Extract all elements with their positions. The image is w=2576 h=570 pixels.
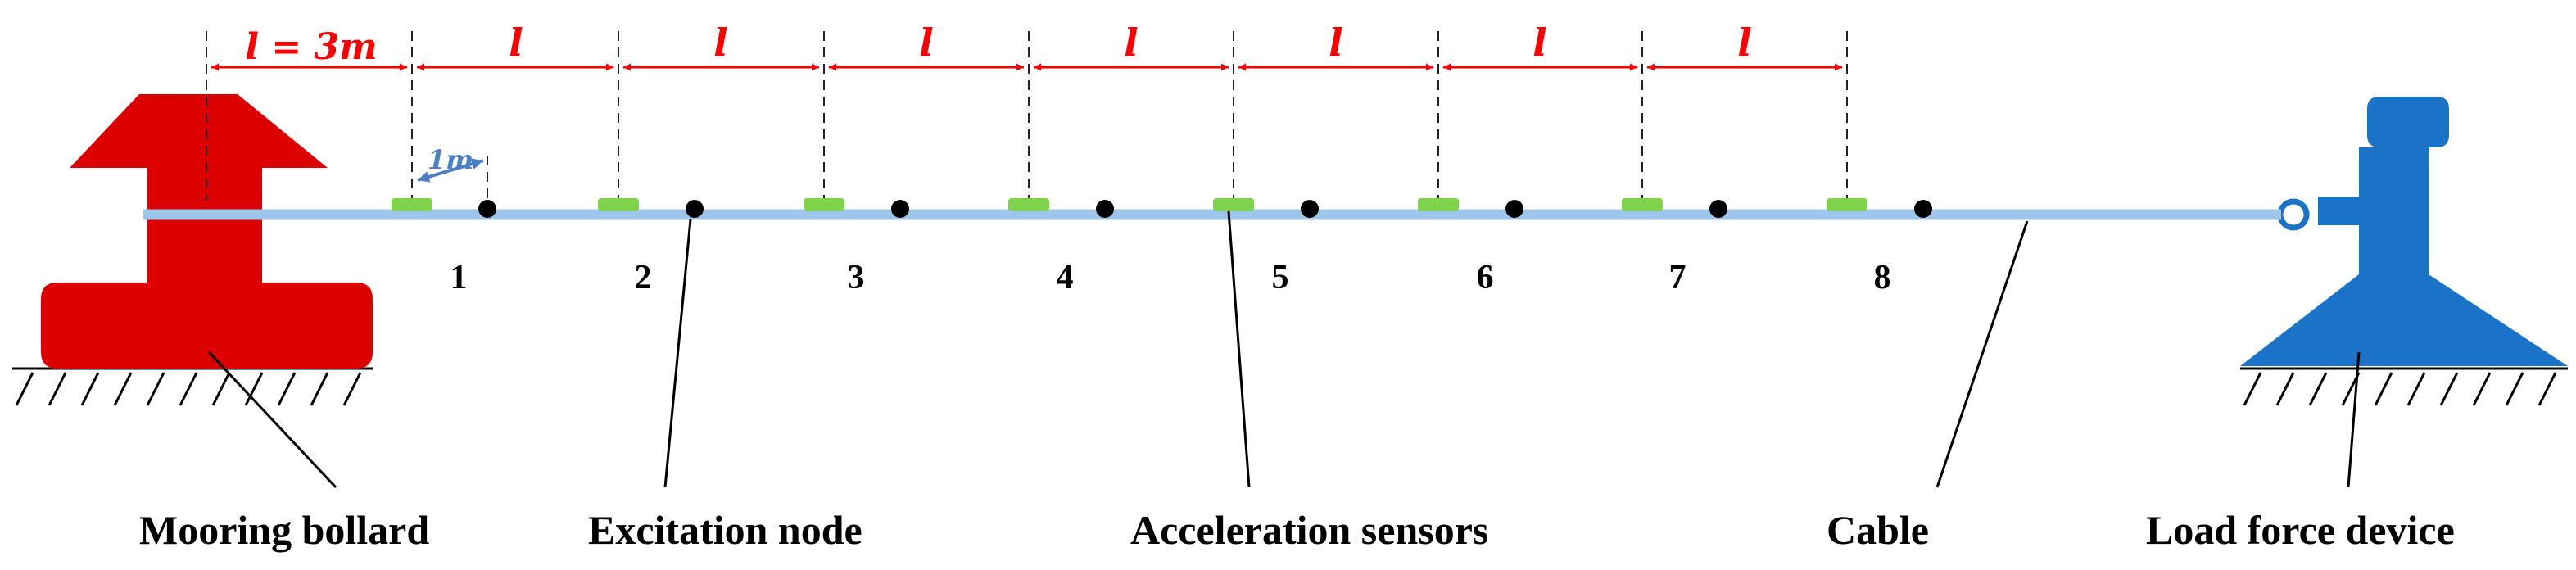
cable-label: Cable [1827, 507, 1929, 553]
node-dot [891, 200, 909, 218]
node-dot [1709, 200, 1727, 218]
node-dot [1301, 200, 1319, 218]
acceleration-sensors-label: Acceleration sensors [1130, 507, 1488, 553]
sensor-icon [804, 198, 844, 211]
node-dot [686, 200, 704, 218]
node-dot [478, 200, 496, 218]
node-number: 1 [450, 259, 468, 296]
node-number: 6 [1477, 259, 1494, 296]
span-label: l [919, 20, 933, 65]
sensor-icon [1622, 198, 1663, 211]
node-dot [1914, 200, 1932, 218]
first-span-label: l = 3m [245, 26, 377, 68]
offset-dimension-arrow [417, 158, 484, 183]
node-number: 3 [848, 259, 865, 296]
node-number: 2 [635, 259, 652, 296]
span-label: l [1124, 20, 1138, 65]
span-label: l [1329, 20, 1342, 65]
ground-hatch-left [12, 367, 373, 406]
acceleration-sensors [392, 198, 1867, 211]
node-dot [1505, 200, 1523, 218]
sensor-icon [1008, 198, 1049, 211]
span-label: l [713, 20, 727, 65]
node-number: 4 [1057, 259, 1074, 296]
sensor-icon [1418, 198, 1459, 211]
span-label: l [1532, 20, 1546, 65]
sensor-icon [392, 198, 432, 211]
cable-attachment-ring [2277, 198, 2310, 231]
node-number: 8 [1874, 259, 1891, 296]
load-force-device-icon [2240, 97, 2568, 366]
sensor-icon [1213, 198, 1254, 211]
ground-hatch-right [2240, 367, 2568, 406]
load-force-device-label: Load force device [2146, 507, 2455, 553]
node-dot [1096, 200, 1114, 218]
excitation-node-label: Excitation node [588, 507, 862, 553]
node-number: 7 [1669, 259, 1686, 296]
sensor-icon [1827, 198, 1867, 211]
mooring-bollard-label: Mooring bollard [139, 507, 429, 553]
excitation-nodes [478, 200, 1932, 218]
mooring-bollard-icon [41, 94, 373, 369]
span-label: l [509, 20, 523, 65]
reference-lines [206, 31, 1848, 201]
leader-lines [207, 210, 2361, 489]
offset-label: 1m [428, 144, 473, 175]
node-number: 5 [1272, 259, 1289, 296]
sensor-icon [598, 198, 639, 211]
span-label: l [1737, 20, 1751, 65]
